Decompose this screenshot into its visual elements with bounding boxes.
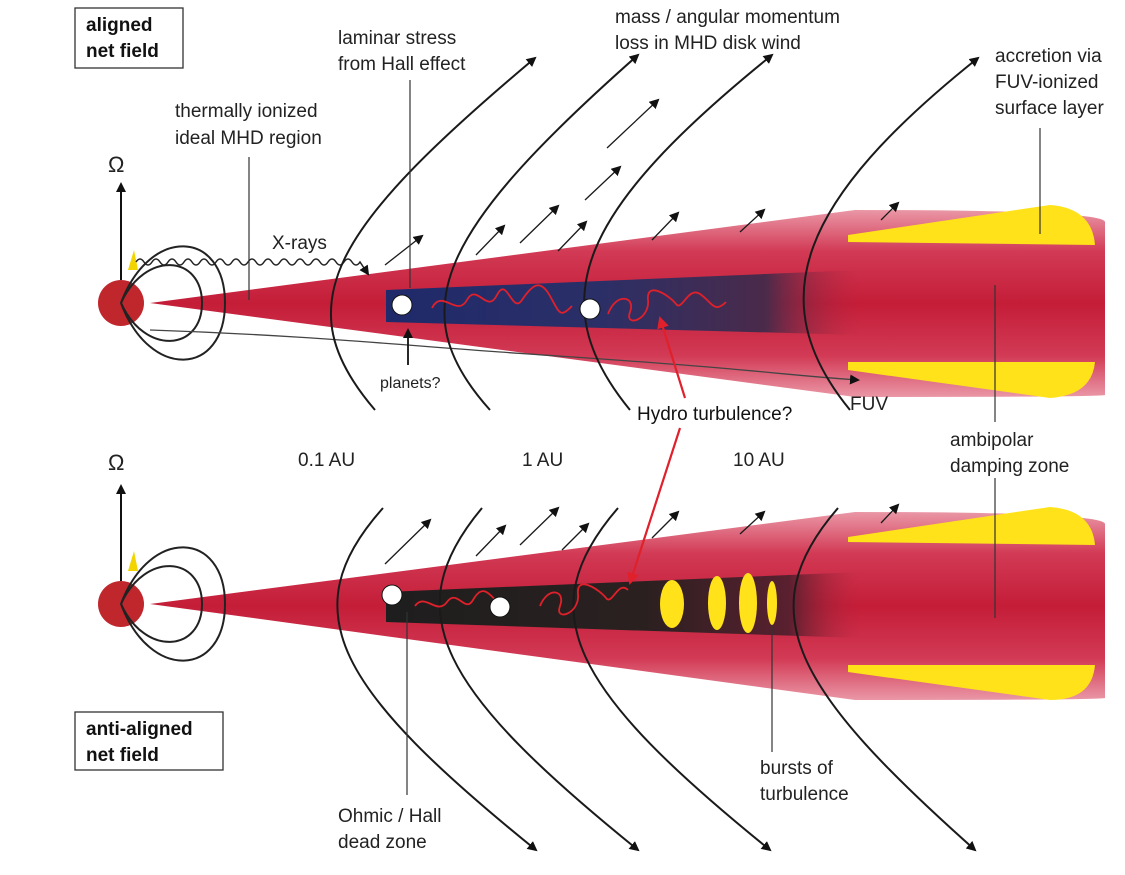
thermal-label-line1: thermally ionized [175, 101, 318, 122]
hydro-turbulence-label: Hydro turbulence? [637, 404, 792, 425]
aligned-label-line2: net field [86, 41, 159, 62]
accretion-label-line2: FUV-ionized [995, 72, 1099, 93]
fuv-wave [149, 329, 860, 385]
pointer-lines-top [248, 80, 1041, 300]
star-jet-top [128, 250, 138, 270]
fuv-layer-top-upper [848, 205, 1095, 245]
distance-1au: 1 AU [522, 450, 563, 471]
aligned-box [74, 7, 184, 69]
fuv-label: FUV [850, 394, 888, 415]
fuv-layer-bottom-lower [848, 665, 1095, 700]
distance-10au: 10 AU [733, 450, 785, 471]
laminar-label-line1: laminar stress [338, 28, 456, 49]
wind-label-line1: mass / angular momentum [615, 7, 840, 28]
pointer-lines-bottom [406, 285, 996, 795]
fuv-layer-top-lower [848, 362, 1095, 398]
ambipolar-label-line2: damping zone [950, 456, 1069, 477]
planet-top-2 [579, 298, 601, 320]
planet-top-1 [391, 294, 413, 316]
aligned-label-line1: aligned [86, 15, 153, 36]
ambipolar-label-line1: ambipolar [950, 430, 1034, 451]
magnetosphere-top [120, 245, 227, 361]
anti-aligned-box [74, 711, 224, 771]
omega-label-bottom: Ω [108, 450, 124, 475]
wind-field-lines-top [330, 53, 980, 411]
anti-aligned-label-line1: anti-aligned [86, 719, 193, 740]
planet-bottom-1 [381, 584, 403, 606]
bursts-label-line2: turbulence [760, 784, 849, 805]
hydro-arrow-up [657, 316, 687, 399]
turbulence-bursts [660, 573, 777, 633]
turbulence-top [431, 284, 727, 322]
fuv-layer-bottom-upper [848, 507, 1095, 545]
distance-01au: 0.1 AU [298, 450, 355, 471]
accretion-label-line3: surface layer [995, 98, 1104, 119]
outflow-arrows-bottom [384, 503, 900, 565]
xrays-label: X-rays [272, 233, 327, 254]
deadzone-label-line2: dead zone [338, 832, 427, 853]
laminar-label-line2: from Hall effect [338, 54, 466, 75]
xray-wave [135, 258, 370, 276]
magnetosphere-bottom [120, 546, 227, 662]
wind-field-lines-bottom [336, 507, 977, 852]
deadzone-label-line1: Ohmic / Hall [338, 806, 441, 827]
planets-label: planets? [380, 375, 441, 392]
accretion-label-line1: accretion via [995, 46, 1102, 67]
bursts-label-line1: bursts of [760, 758, 834, 779]
wind-label-line2: loss in MHD disk wind [615, 33, 801, 54]
dead-zone-top [386, 270, 860, 335]
turbulence-bottom [414, 583, 629, 616]
thermal-label-line2: ideal MHD region [175, 128, 322, 149]
star-jet-bottom [128, 551, 138, 571]
outflow-arrows-top [384, 98, 900, 266]
omega-label-top: Ω [108, 152, 124, 177]
anti-aligned-label-line2: net field [86, 745, 159, 766]
hydro-arrow-down [627, 427, 682, 585]
planet-bottom-2 [489, 596, 511, 618]
